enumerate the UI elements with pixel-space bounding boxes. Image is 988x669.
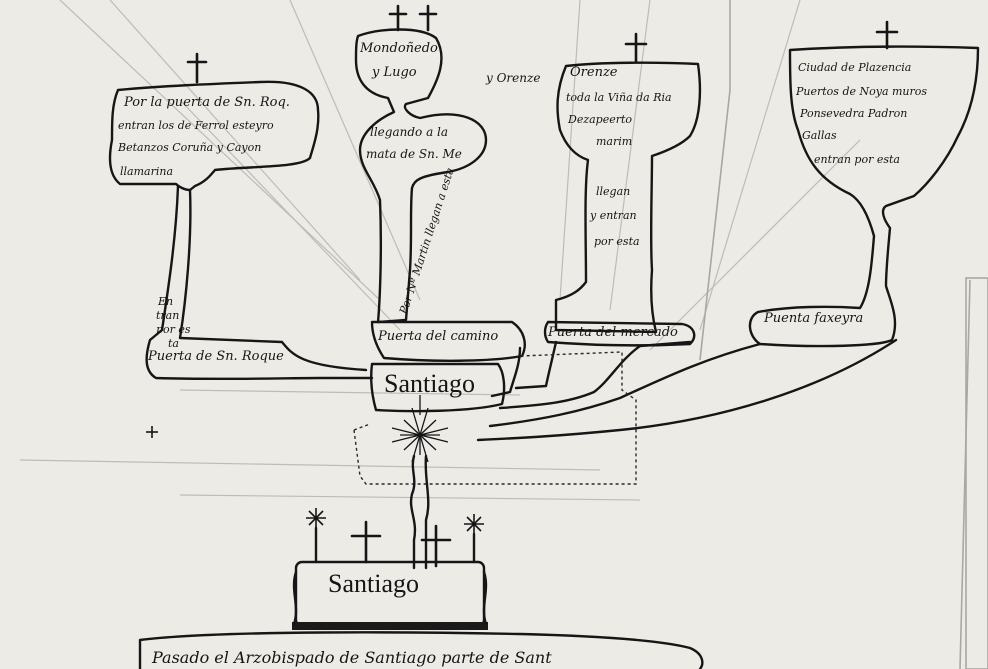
faxeyra-cartouche xyxy=(748,45,980,348)
city-lower-label: Santiago xyxy=(328,569,419,598)
mondonedo-line-1: Mondoñedo xyxy=(360,41,438,56)
roque-line-3: Betanzos Coruña y Cayon xyxy=(118,141,262,154)
roque-road-4: ta xyxy=(168,337,179,350)
gate-mercado: Puerta del mercado xyxy=(548,325,678,340)
orense-line-3: Dezapeerto xyxy=(568,113,633,126)
roque-road-2: tran xyxy=(156,309,180,322)
orense-name: Orenze xyxy=(570,65,618,80)
orense-line-4: marim xyxy=(596,135,633,148)
city-walls xyxy=(353,351,637,485)
cross-marks xyxy=(186,4,899,568)
orense-cartouche xyxy=(543,61,702,347)
right-edge-frame xyxy=(965,277,988,669)
roque-road-1: En xyxy=(158,295,174,308)
sunburst-mark xyxy=(391,395,449,463)
gate-roque: Puerta de Sn. Roque xyxy=(148,349,284,364)
faint-background-rays xyxy=(19,0,971,669)
faxeyra-line-1: Ciudad de Plazencia xyxy=(798,61,912,74)
footer-caption: Pasado el Arzobispado de Santiago parte … xyxy=(152,648,552,667)
roads xyxy=(476,338,898,442)
roque-line-1: Por la puerta de Sn. Roq. xyxy=(124,95,290,110)
roque-road-3: por es xyxy=(156,323,191,336)
city-link xyxy=(409,454,417,570)
mondonedo-route-2: mata de Sn. Me xyxy=(366,147,462,161)
star-marks xyxy=(146,426,484,534)
faxeyra-line-2: Puertos de Noya muros xyxy=(796,85,928,98)
roque-cartouche xyxy=(108,80,374,381)
roque-line-4: llamarina xyxy=(120,165,174,178)
mondonedo-cartouche xyxy=(354,28,526,362)
city-link-2 xyxy=(424,454,430,570)
orense-line-2: toda la Viña da Ria xyxy=(566,91,672,104)
footer-scroll xyxy=(138,631,704,669)
faxeyra-line-5: entran por esta xyxy=(814,153,900,166)
city-main-label: Santiago xyxy=(384,369,475,398)
gate-camino: Puerta del camino xyxy=(378,329,499,344)
faxeyra-line-3: Ponsevedra Padron xyxy=(800,107,908,120)
faxeyra-line-4: Gallas xyxy=(802,129,837,142)
mondonedo-route-1: llegando a la xyxy=(370,125,449,139)
orense-side-label: y Orenze xyxy=(486,71,541,85)
orense-route-3: por esta xyxy=(594,235,640,248)
lower-city-building xyxy=(292,526,488,630)
mondonedo-line-2: y Lugo xyxy=(372,65,417,80)
orense-route-2: y entran xyxy=(590,209,637,222)
gate-faxeyra: Puenta faxeyra xyxy=(764,311,864,326)
orense-route-1: llegan xyxy=(596,185,631,198)
roque-line-2: entran los de Ferrol esteyro xyxy=(118,119,274,132)
